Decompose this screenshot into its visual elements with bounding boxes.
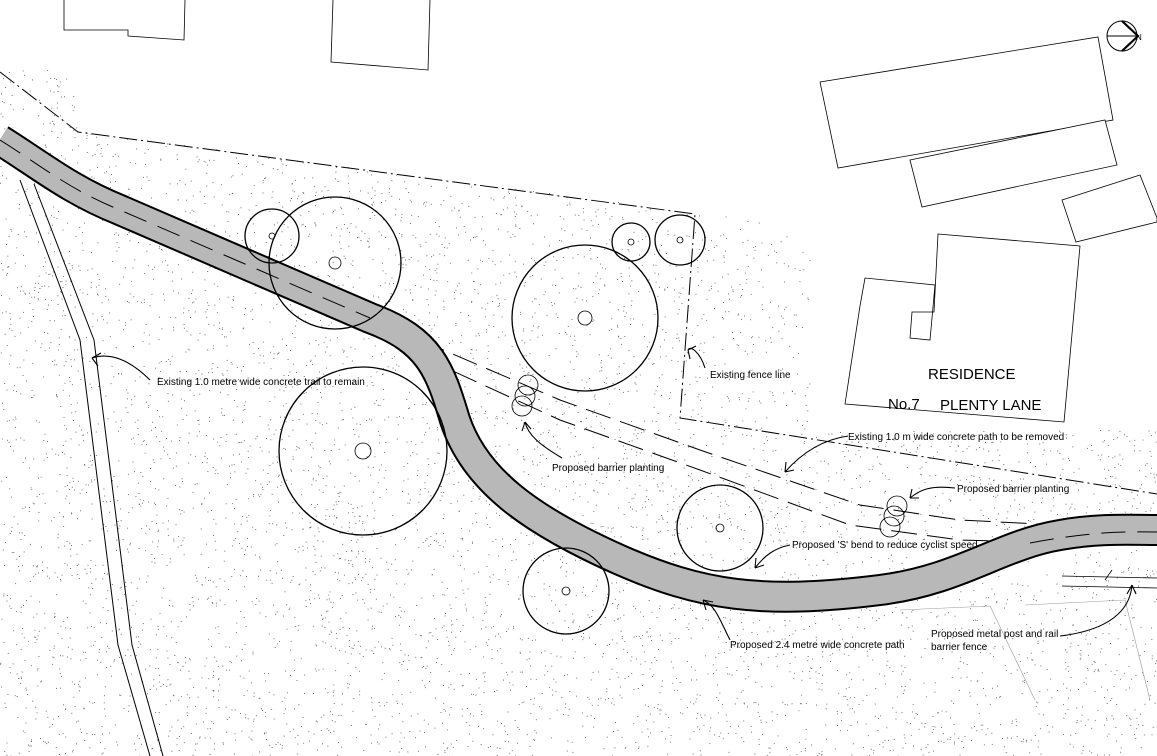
- tree: [511, 244, 659, 392]
- tree: [676, 484, 764, 572]
- residence-building: [844, 233, 1081, 423]
- tree: [611, 222, 651, 262]
- label-barrier-fence-2: barrier fence: [931, 642, 988, 653]
- tree: [244, 208, 300, 264]
- label-barrier-planting: Proposed barrier planting: [957, 484, 1069, 495]
- tree: [522, 547, 610, 635]
- trees: [244, 196, 764, 635]
- north-arrow-icon: N: [1106, 20, 1142, 52]
- building: [1061, 174, 1157, 243]
- neighbour-buildings: [63, 0, 1157, 423]
- residence-number: No.7: [888, 396, 920, 413]
- barrier-planting: [511, 374, 908, 538]
- label-s-bend: Proposed 'S' bend to reduce cyclist spee…: [792, 540, 978, 551]
- proposed-path: [0, 126, 1157, 613]
- existing-fence-line: [0, 71, 1157, 495]
- residence-title: RESIDENCE: [928, 366, 1016, 383]
- building: [909, 119, 1118, 208]
- leader-arrows: [91, 345, 1137, 641]
- label-path-removed: Existing 1.0 m wide concrete path to be …: [848, 432, 1064, 443]
- label-barrier-planting: Proposed barrier planting: [552, 463, 664, 474]
- proposed-barrier-fence: [1061, 569, 1157, 589]
- label-existing-trail: Existing 1.0 metre wide concrete trail t…: [157, 377, 365, 388]
- label-new-path: Proposed 2.4 metre wide concrete path: [730, 640, 905, 651]
- neighbour-outlines: [899, 599, 1151, 701]
- residence-street: PLENTY LANE: [940, 397, 1041, 414]
- label-fence-line: Existing fence line: [710, 370, 791, 381]
- tree: [268, 196, 402, 330]
- building: [819, 36, 1114, 169]
- tree: [278, 366, 448, 536]
- tree: [654, 214, 706, 266]
- existing-trail: [19, 179, 164, 756]
- tree-centres: [268, 232, 725, 596]
- label-barrier-fence: Proposed metal post and rail: [931, 629, 1058, 640]
